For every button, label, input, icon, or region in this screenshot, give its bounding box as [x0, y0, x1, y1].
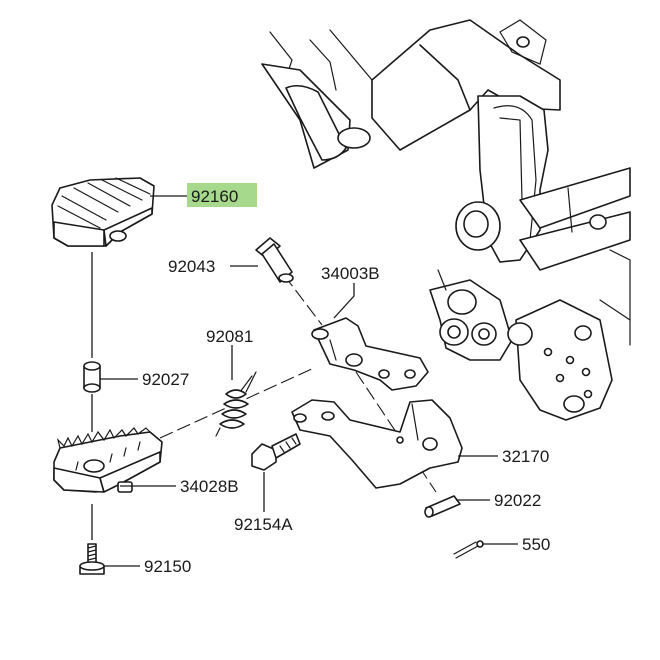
- part-label[interactable]: 92150: [144, 557, 191, 576]
- screw-part[interactable]: [79, 543, 105, 575]
- bolt-part[interactable]: [251, 433, 301, 471]
- footpeg-part[interactable]: [53, 427, 163, 493]
- footpeg-rubber-part[interactable]: [51, 177, 155, 247]
- collar-part[interactable]: [83, 361, 101, 393]
- bracket-part[interactable]: [311, 317, 429, 391]
- part-label[interactable]: 92043: [168, 257, 215, 276]
- frame: [261, 19, 631, 421]
- part-label[interactable]: 92027: [142, 370, 189, 389]
- part-label[interactable]: 92022: [494, 491, 541, 510]
- part-label[interactable]: 34003B: [321, 264, 380, 283]
- pin-part[interactable]: [255, 237, 294, 283]
- part-labels: 92160 92043 34003B 92081 92027 34028B 92…: [142, 187, 550, 576]
- part-label[interactable]: 34028B: [180, 477, 239, 496]
- part-label[interactable]: 92154A: [234, 515, 293, 534]
- part-label[interactable]: 550: [522, 535, 550, 554]
- plate-part[interactable]: [291, 399, 463, 489]
- part-label[interactable]: 92081: [206, 327, 253, 346]
- leader-lines: [100, 195, 518, 567]
- spring-part[interactable]: [215, 371, 257, 437]
- part-label[interactable]: 32170: [502, 447, 549, 466]
- cotter-pin-part[interactable]: [453, 540, 484, 559]
- label-highlight: [187, 183, 257, 207]
- pin-2-part[interactable]: [424, 495, 461, 518]
- part-label[interactable]: 92160: [191, 187, 238, 206]
